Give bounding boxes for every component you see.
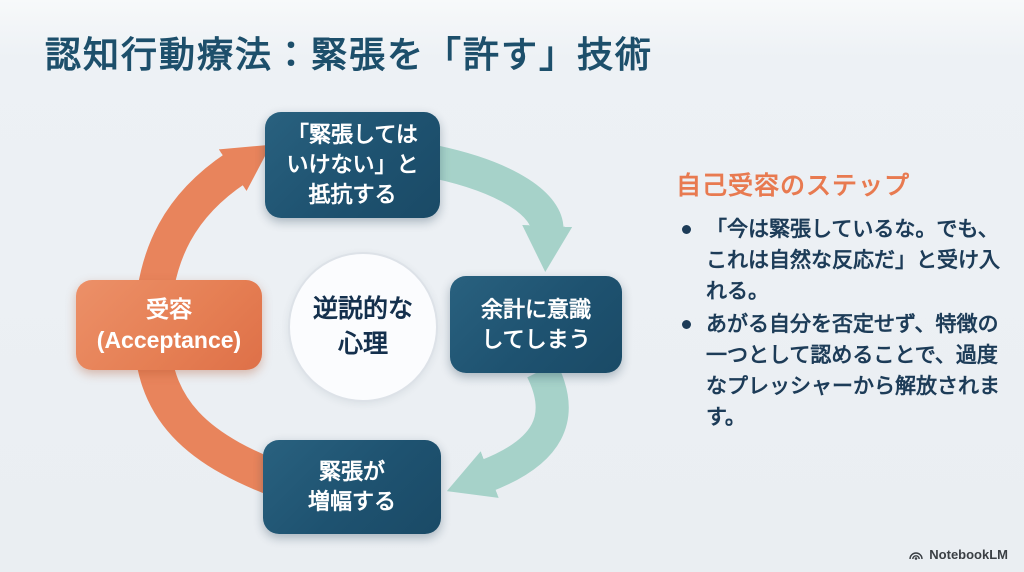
bullet-item: 「今は緊張しているな。でも、これは自然な反応だ」と受け入れる。 [676, 214, 1012, 307]
panel-heading: 自己受容のステップ [676, 172, 911, 200]
node-resist-tension: 「緊張しては いけない」と 抵抗する [265, 112, 440, 218]
panel-bullet-list: 「今は緊張しているな。でも、これは自然な反応だ」と受け入れる。 あがる自分を否定… [676, 214, 1012, 433]
slide-title: 認知行動療法：緊張を「許す」技術 [45, 34, 654, 75]
node-over-aware: 余計に意識 してしまう [450, 276, 622, 373]
notebooklm-brand: NotebookLM [908, 547, 1008, 562]
self-acceptance-panel: 自己受容のステップ 「今は緊張しているな。でも、これは自然な反応だ」と受け入れる… [676, 166, 1012, 435]
node-acceptance: 受容 (Acceptance) [76, 280, 262, 370]
node-tension-amplified: 緊張が 増幅する [263, 440, 441, 534]
bullet-item: あがる自分を否定せず、特徴の一つとして認めることで、過度なプレッシャーから解放さ… [676, 309, 1012, 433]
arrow-top-to-right [432, 145, 573, 272]
arrow-right-to-bottom [446, 362, 569, 498]
notebooklm-label: NotebookLM [929, 547, 1008, 562]
notebooklm-icon [909, 551, 924, 560]
cycle-center-label: 逆説的な 心理 [288, 252, 438, 402]
